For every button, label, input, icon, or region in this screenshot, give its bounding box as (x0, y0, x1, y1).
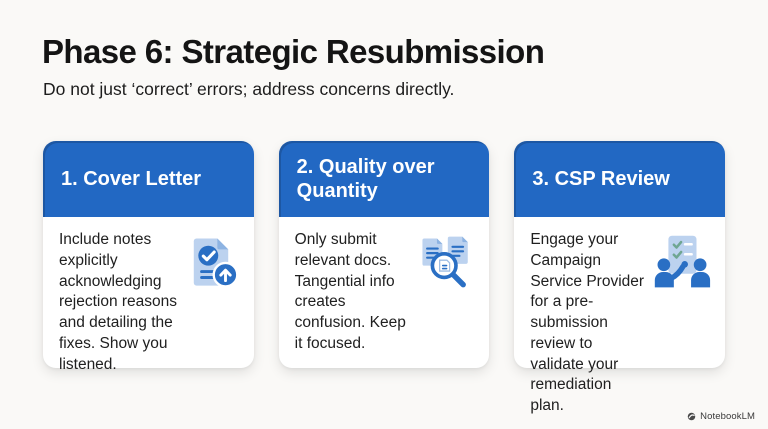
notebooklm-badge: NotebookLM (687, 411, 755, 422)
people-checklist-icon (651, 230, 713, 291)
card-header: 2. Quality over Quantity (278, 141, 490, 217)
document-check-upload-icon (180, 230, 242, 291)
card-csp-review: 3. CSP Review Engage your Campaign Servi… (514, 141, 726, 414)
card-header: 3. CSP Review (514, 141, 726, 217)
card-header-label: 1. Cover Letter (61, 167, 202, 190)
card-body: Include notes explicitly acknowledging r… (43, 217, 254, 385)
cards-row: 1. Cover Letter Include notes explicitly… (43, 141, 726, 414)
card-body-text: Only submit relevant docs. Tangential in… (294, 231, 406, 352)
notebooklm-logo-icon (687, 412, 696, 421)
page-subtitle: Do not just ‘correct’ errors; address co… (43, 79, 455, 99)
notebooklm-label: NotebookLM (700, 411, 755, 422)
page-title: Phase 6: Strategic Resubmission (42, 33, 545, 70)
documents-magnifier-icon (415, 230, 477, 291)
card-body-text: Engage your Campaign Service Provider fo… (530, 231, 645, 415)
card-body: Engage your Campaign Service Provider fo… (514, 217, 725, 427)
card-cover-letter: 1. Cover Letter Include notes explicitly… (43, 141, 254, 373)
card-header-label: 2. Quality over Quantity (296, 155, 435, 202)
card-header: 1. Cover Letter (43, 141, 254, 217)
card-quality-over-quantity: 2. Quality over Quantity Only submit rel… (278, 141, 490, 368)
card-body-text: Include notes explicitly acknowledging r… (59, 231, 178, 373)
card-header-label: 3. CSP Review (532, 167, 670, 190)
card-body: Only submit relevant docs. Tangential in… (279, 217, 490, 368)
